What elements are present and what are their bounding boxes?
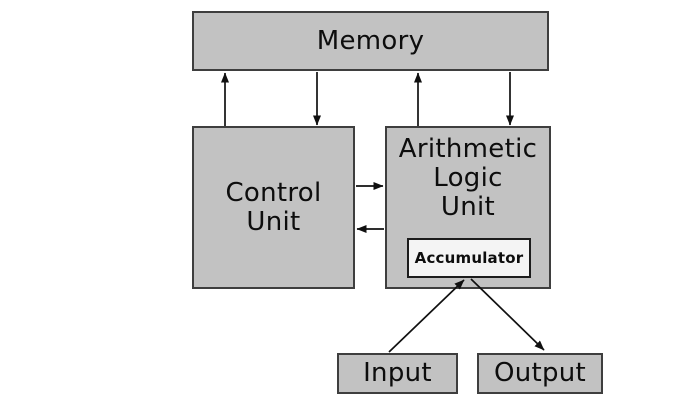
alu-label-line3: Unit bbox=[440, 192, 496, 222]
alu-label-line2: Logic bbox=[433, 163, 503, 193]
output-label: Output bbox=[493, 358, 587, 388]
control-unit-box: Control Unit bbox=[192, 126, 355, 289]
input-box: Input bbox=[337, 353, 458, 394]
accumulator-label: Accumulator bbox=[414, 248, 524, 267]
output-box: Output bbox=[477, 353, 603, 394]
alu-label-line1: Arithmetic bbox=[398, 134, 538, 164]
memory-label: Memory bbox=[316, 25, 425, 56]
memory-box: Memory bbox=[192, 11, 549, 71]
control-unit-label-line2: Unit bbox=[246, 206, 301, 237]
input-label: Input bbox=[363, 358, 432, 388]
accumulator-box: Accumulator bbox=[407, 238, 531, 278]
arrow-accumulator-to-output bbox=[470, 278, 545, 351]
arithmetic-logic-unit-box: Arithmetic Logic Unit Accumulator bbox=[385, 126, 551, 289]
arrow-input-to-accumulator bbox=[388, 279, 465, 353]
control-unit-label-line1: Control bbox=[225, 177, 322, 208]
